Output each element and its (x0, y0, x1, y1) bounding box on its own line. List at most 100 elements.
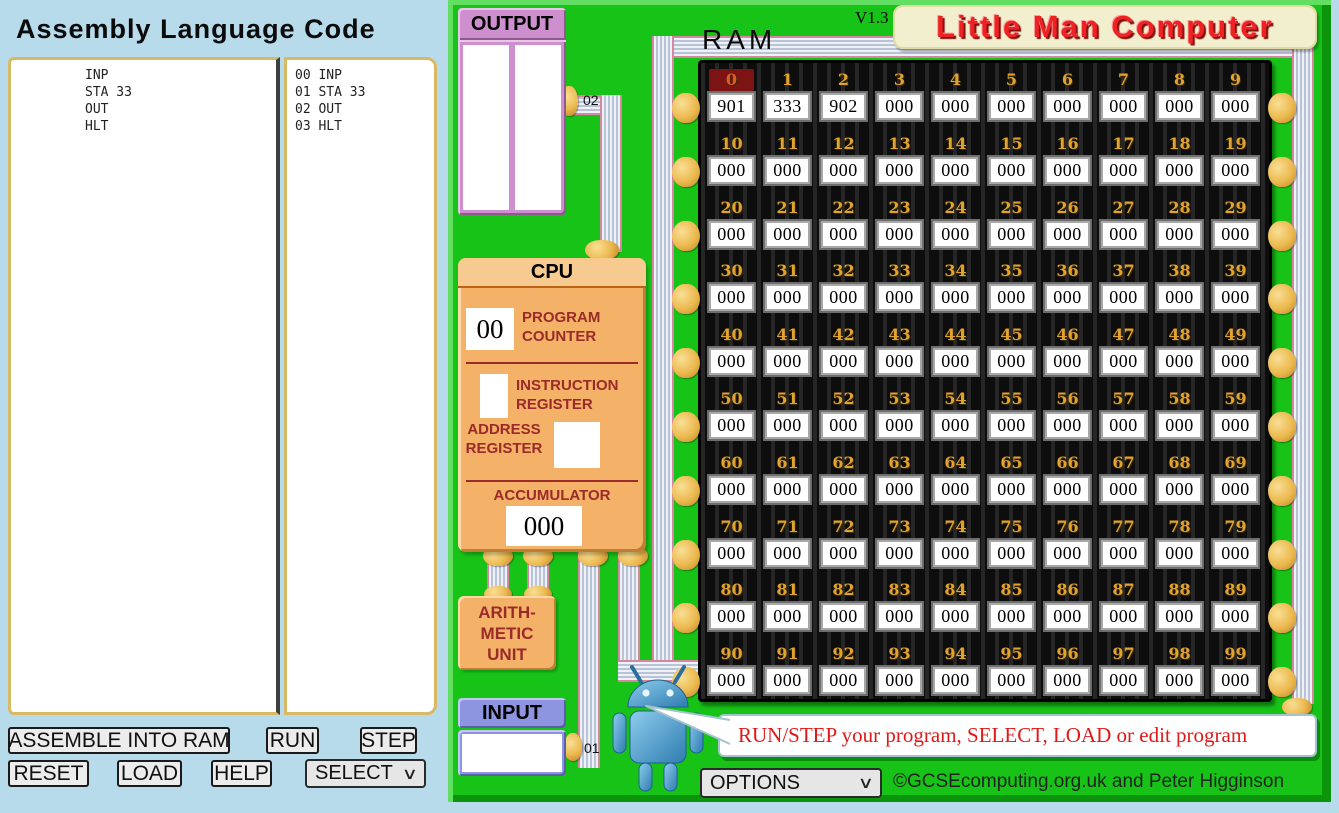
ram-cell-43[interactable]: 000 (877, 348, 922, 376)
ram-cell-71[interactable]: 000 (765, 539, 810, 567)
ram-cell-99[interactable]: 000 (1213, 667, 1258, 695)
ram-cell-90[interactable]: 000 (709, 667, 754, 695)
ram-cell-97[interactable]: 000 (1101, 667, 1146, 695)
ram-cell-98[interactable]: 000 (1157, 667, 1202, 695)
ram-cell-87[interactable]: 000 (1101, 603, 1146, 631)
ram-cell-86[interactable]: 000 (1045, 603, 1090, 631)
ram-cell-59[interactable]: 000 (1213, 412, 1258, 439)
ram-cell-6[interactable]: 000 (1045, 93, 1090, 120)
ram-cell-56[interactable]: 000 (1045, 412, 1090, 439)
run-button[interactable]: RUN (266, 727, 319, 754)
ram-cell-0[interactable]: 901 (709, 93, 754, 120)
ram-cell-50[interactable]: 000 (709, 412, 754, 439)
ram-cell-24[interactable]: 000 (933, 220, 978, 248)
ram-cell-64[interactable]: 000 (933, 475, 978, 503)
ram-cell-85[interactable]: 000 (989, 603, 1034, 631)
ram-cell-27[interactable]: 000 (1101, 220, 1146, 248)
ram-cell-78[interactable]: 000 (1157, 539, 1202, 567)
ram-cell-17[interactable]: 000 (1101, 156, 1146, 184)
ram-cell-40[interactable]: 000 (709, 348, 754, 376)
ram-cell-65[interactable]: 000 (989, 475, 1034, 503)
ram-cell-79[interactable]: 000 (1213, 539, 1258, 567)
ram-cell-91[interactable]: 000 (765, 667, 810, 695)
ram-cell-46[interactable]: 000 (1045, 348, 1090, 376)
step-button[interactable]: STEP (360, 727, 417, 754)
program-counter-value[interactable]: 00 (466, 308, 514, 350)
ram-cell-28[interactable]: 000 (1157, 220, 1202, 248)
ram-cell-60[interactable]: 000 (709, 475, 754, 503)
ram-cell-32[interactable]: 000 (821, 284, 866, 312)
reset-button[interactable]: RESET (8, 760, 89, 787)
ram-cell-1[interactable]: 333 (765, 93, 810, 120)
ram-cell-81[interactable]: 000 (765, 603, 810, 631)
help-button[interactable]: HELP (211, 760, 272, 787)
ram-cell-20[interactable]: 000 (709, 220, 754, 248)
ram-cell-7[interactable]: 000 (1101, 93, 1146, 120)
ram-cell-33[interactable]: 000 (877, 284, 922, 312)
ram-cell-30[interactable]: 000 (709, 284, 754, 312)
ram-cell-19[interactable]: 000 (1213, 156, 1258, 184)
ram-cell-68[interactable]: 000 (1157, 475, 1202, 503)
ram-cell-83[interactable]: 000 (877, 603, 922, 631)
ram-cell-13[interactable]: 000 (877, 156, 922, 184)
ram-cell-53[interactable]: 000 (877, 412, 922, 439)
ram-cell-63[interactable]: 000 (877, 475, 922, 503)
ram-cell-74[interactable]: 000 (933, 539, 978, 567)
ram-cell-96[interactable]: 000 (1045, 667, 1090, 695)
ram-cell-92[interactable]: 000 (821, 667, 866, 695)
ram-cell-55[interactable]: 000 (989, 412, 1034, 439)
assemble-into-ram-button[interactable]: ASSEMBLE INTO RAM (8, 727, 230, 754)
ram-cell-62[interactable]: 000 (821, 475, 866, 503)
ram-cell-44[interactable]: 000 (933, 348, 978, 376)
ram-cell-10[interactable]: 000 (709, 156, 754, 184)
ram-cell-67[interactable]: 000 (1101, 475, 1146, 503)
ram-cell-14[interactable]: 000 (933, 156, 978, 184)
ram-cell-80[interactable]: 000 (709, 603, 754, 631)
ram-cell-35[interactable]: 000 (989, 284, 1034, 312)
ram-cell-23[interactable]: 000 (877, 220, 922, 248)
ram-cell-15[interactable]: 000 (989, 156, 1034, 184)
ram-cell-4[interactable]: 000 (933, 93, 978, 120)
ram-cell-12[interactable]: 000 (821, 156, 866, 184)
ram-cell-84[interactable]: 000 (933, 603, 978, 631)
ram-cell-45[interactable]: 000 (989, 348, 1034, 376)
ram-cell-72[interactable]: 000 (821, 539, 866, 567)
ram-cell-94[interactable]: 000 (933, 667, 978, 695)
ram-cell-36[interactable]: 000 (1045, 284, 1090, 312)
ram-cell-37[interactable]: 000 (1101, 284, 1146, 312)
ram-cell-70[interactable]: 000 (709, 539, 754, 567)
ram-cell-2[interactable]: 902 (821, 93, 866, 120)
input-field[interactable] (462, 734, 562, 772)
ram-cell-75[interactable]: 000 (989, 539, 1034, 567)
ram-cell-16[interactable]: 000 (1045, 156, 1090, 184)
ram-cell-29[interactable]: 000 (1213, 220, 1258, 248)
ram-cell-73[interactable]: 000 (877, 539, 922, 567)
ram-cell-41[interactable]: 000 (765, 348, 810, 376)
select-dropdown[interactable]: SELECT ∨ (305, 759, 426, 788)
ram-cell-22[interactable]: 000 (821, 220, 866, 248)
ram-cell-21[interactable]: 000 (765, 220, 810, 248)
ram-cell-95[interactable]: 000 (989, 667, 1034, 695)
ram-cell-49[interactable]: 000 (1213, 348, 1258, 376)
ram-cell-39[interactable]: 000 (1213, 284, 1258, 312)
ram-cell-11[interactable]: 000 (765, 156, 810, 184)
ram-cell-61[interactable]: 000 (765, 475, 810, 503)
ram-cell-5[interactable]: 000 (989, 93, 1034, 120)
ram-cell-89[interactable]: 000 (1213, 603, 1258, 631)
ram-cell-18[interactable]: 000 (1157, 156, 1202, 184)
ram-cell-3[interactable]: 000 (877, 93, 922, 120)
ram-cell-76[interactable]: 000 (1045, 539, 1090, 567)
ram-cell-57[interactable]: 000 (1101, 412, 1146, 439)
instruction-register-value[interactable] (480, 374, 508, 418)
ram-cell-9[interactable]: 000 (1213, 93, 1258, 120)
accumulator-value[interactable]: 000 (506, 506, 582, 546)
ram-cell-47[interactable]: 000 (1101, 348, 1146, 376)
ram-cell-52[interactable]: 000 (821, 412, 866, 439)
load-button[interactable]: LOAD (117, 760, 182, 787)
ram-cell-88[interactable]: 000 (1157, 603, 1202, 631)
ram-cell-51[interactable]: 000 (765, 412, 810, 439)
ram-cell-42[interactable]: 000 (821, 348, 866, 376)
ram-cell-82[interactable]: 000 (821, 603, 866, 631)
ram-cell-31[interactable]: 000 (765, 284, 810, 312)
